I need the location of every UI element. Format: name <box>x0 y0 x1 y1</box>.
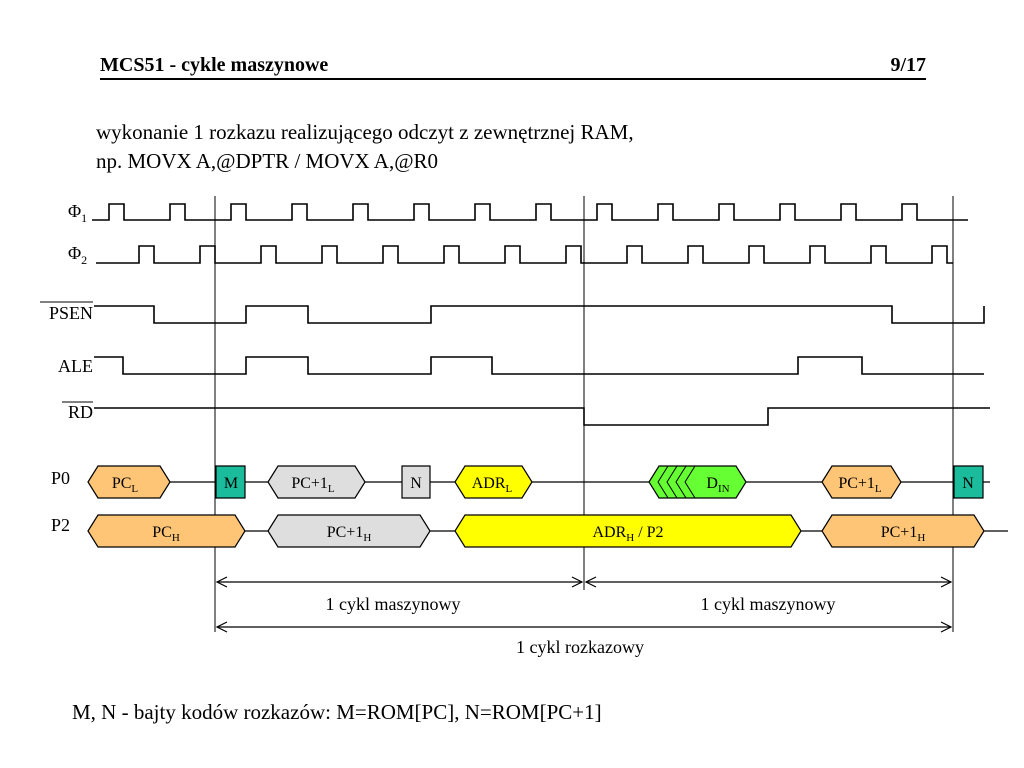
machine-cycle-arrow-1 <box>215 576 584 588</box>
phi2-waveform <box>96 245 953 264</box>
phi1-label: Φ1 <box>68 201 87 225</box>
p0-segment-label: DIN <box>706 475 729 495</box>
p2-segment-label: PC+1H <box>327 524 372 544</box>
machine-cycle-label-1: 1 cykl maszynowy <box>326 594 461 614</box>
p0-segment <box>401 465 431 499</box>
slide-header: MCS51 - cykle maszynowe 9/17 <box>100 54 926 80</box>
p0-segment-label: M <box>224 475 238 492</box>
p0-segment <box>648 465 747 499</box>
data-invalid-marks <box>684 465 696 499</box>
footnote: M, N - bajty kodów rozkazów: M=ROM[PC], … <box>72 700 602 724</box>
p0-segment <box>215 465 246 499</box>
p0-segment-label: PC+1L <box>291 475 335 495</box>
p2-segment-label: PCH <box>152 524 180 544</box>
intro-line-1: wykonanie 1 rozkazu realizującego odczyt… <box>96 120 634 144</box>
data-invalid-marks <box>675 465 687 499</box>
p0-segment <box>454 465 533 499</box>
ale-label: ALE <box>58 356 93 376</box>
psen-label: PSEN <box>49 303 93 323</box>
p2-segment <box>454 514 802 548</box>
p0-label: P0 <box>51 468 70 488</box>
slide-title: MCS51 - cykle maszynowe <box>100 54 329 76</box>
slide-page-number: 9/17 <box>890 54 926 76</box>
rd-label: RD <box>68 402 93 422</box>
p0-segment-label: N <box>410 475 422 492</box>
instruction-cycle-label: 1 cykl rozkazowy <box>516 637 644 657</box>
p0-segment <box>953 465 984 499</box>
machine-cycle-arrow-2 <box>584 576 953 588</box>
p0-segment-label: PCL <box>112 475 139 495</box>
data-invalid-marks <box>666 465 678 499</box>
p0-segment-label: PC+1L <box>838 475 882 495</box>
instruction-cycle-arrow <box>215 621 953 633</box>
p0-segment-label: ADRL <box>472 475 513 495</box>
ale-waveform <box>94 356 984 375</box>
p0-segment-label: N <box>962 475 974 492</box>
p2-segment-label: PC+1H <box>881 524 926 544</box>
p2-segment-label: ADRH / P2 <box>592 524 663 544</box>
p2-segment <box>821 514 985 548</box>
p0-segment <box>821 465 902 499</box>
rd-waveform <box>94 407 990 426</box>
p2-segment <box>87 514 246 548</box>
intro-line-2: np. MOVX A,@DPTR / MOVX A,@R0 <box>96 149 439 173</box>
p0-segment <box>87 465 171 499</box>
data-invalid-marks <box>657 465 669 499</box>
p2-segment <box>267 514 431 548</box>
p0-segment <box>267 465 366 499</box>
phi2-label: Φ2 <box>68 243 87 267</box>
phi1-waveform <box>92 203 968 221</box>
p2-label: P2 <box>51 515 70 535</box>
machine-cycle-label-2: 1 cykl maszynowy <box>701 594 836 614</box>
psen-waveform <box>94 305 985 324</box>
